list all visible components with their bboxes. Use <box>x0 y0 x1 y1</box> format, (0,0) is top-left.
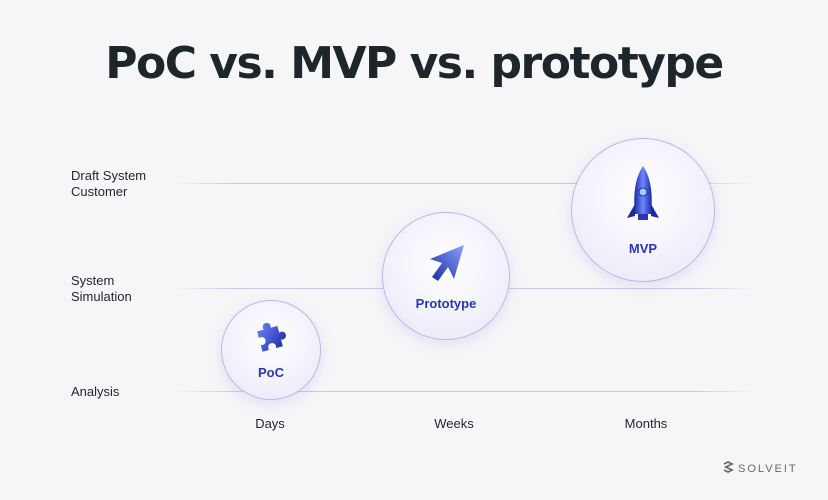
rocket-icon <box>623 164 663 235</box>
stage-mvp: MVP <box>571 138 715 282</box>
y-label-line: Simulation <box>71 289 132 304</box>
y-label-line: Customer <box>71 184 128 199</box>
cursor-arrow-icon <box>424 241 468 290</box>
x-label-days: Days <box>255 416 285 431</box>
stage-label: Prototype <box>415 296 477 311</box>
x-label-months: Months <box>624 416 668 431</box>
stage-poc: PoC <box>221 300 321 400</box>
y-label-analysis: Analysis <box>71 384 119 400</box>
solveit-logo-icon <box>722 460 735 476</box>
stage-prototype: Prototype <box>382 212 510 340</box>
brand-name: SOLVEIT <box>738 462 798 475</box>
brand-logo: SOLVEIT <box>722 460 798 476</box>
y-label-line: System <box>71 273 115 288</box>
y-label-line: Analysis <box>71 384 120 399</box>
y-label-system-simulation: System Simulation <box>71 273 132 305</box>
stage-label: PoC <box>258 365 284 380</box>
stage-label: MVP <box>628 241 658 256</box>
gridline-top <box>175 183 755 184</box>
gridline-bottom <box>175 391 755 392</box>
x-label-weeks: Weeks <box>434 416 474 431</box>
y-label-draft-system-customer: Draft System Customer <box>71 168 146 200</box>
y-label-line: Draft System <box>71 168 147 183</box>
puzzle-piece-icon <box>253 320 289 359</box>
page-title: PoC vs. MVP vs. prototype <box>105 38 724 89</box>
